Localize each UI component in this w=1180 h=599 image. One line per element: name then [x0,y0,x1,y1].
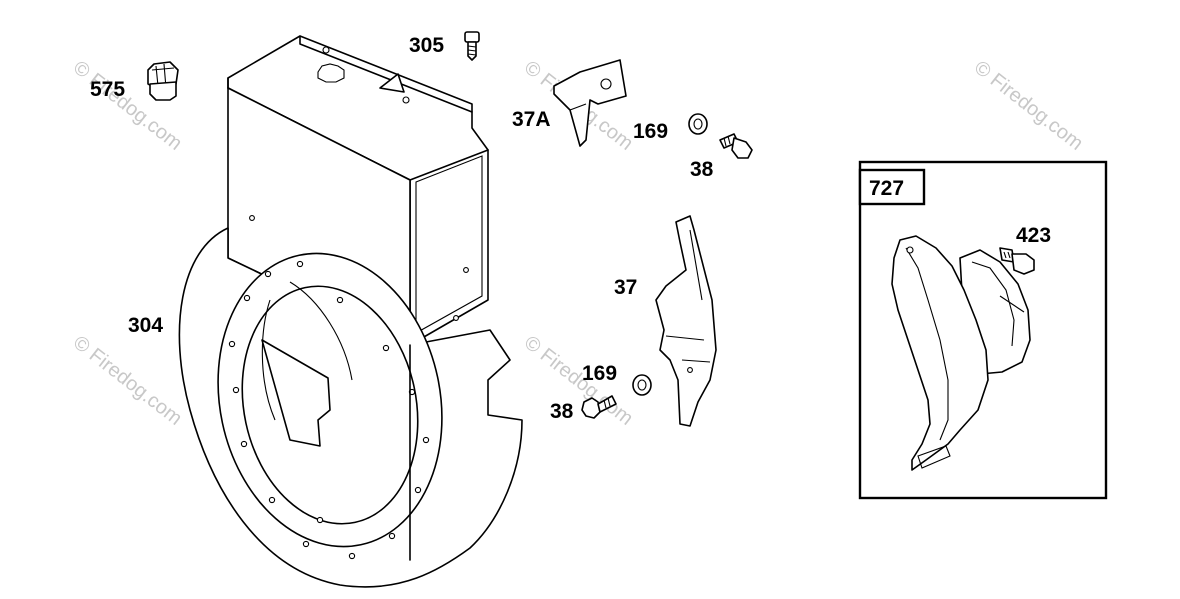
label-169-top: 169 [633,120,668,143]
watermark-3: © Firedog.com [970,57,1087,155]
label-305: 305 [409,34,444,57]
label-304: 304 [128,314,163,337]
part-169-washer-top [688,113,708,135]
label-423: 423 [1016,224,1051,247]
kit-727-box [858,160,1108,500]
part-38-screw-lower [581,395,617,419]
part-169-washer-lower [632,374,652,396]
ring-holes [228,260,430,560]
part-37a-bracket [553,59,627,147]
label-38-lower: 38 [550,400,574,423]
part-423-bolt [999,247,1035,275]
label-727: 727 [869,177,904,200]
watermark-5: © Firedog.com [520,332,637,430]
part-37-baffle [655,215,717,427]
blower-housing-part [178,35,523,588]
part-575-plug [147,61,179,101]
label-37a: 37A [512,108,551,131]
label-575: 575 [90,78,125,101]
part-38-screw-top [719,133,753,159]
label-38-top: 38 [690,158,714,181]
label-37: 37 [614,276,637,299]
part-labels: 575 305 37A 169 38 304 37 169 38 727 423 [90,34,1051,423]
part-305-bolt [464,31,480,61]
part-727-guard [891,235,1031,471]
watermark-4: © Firedog.com [69,332,186,430]
label-169-lower: 169 [582,362,617,385]
